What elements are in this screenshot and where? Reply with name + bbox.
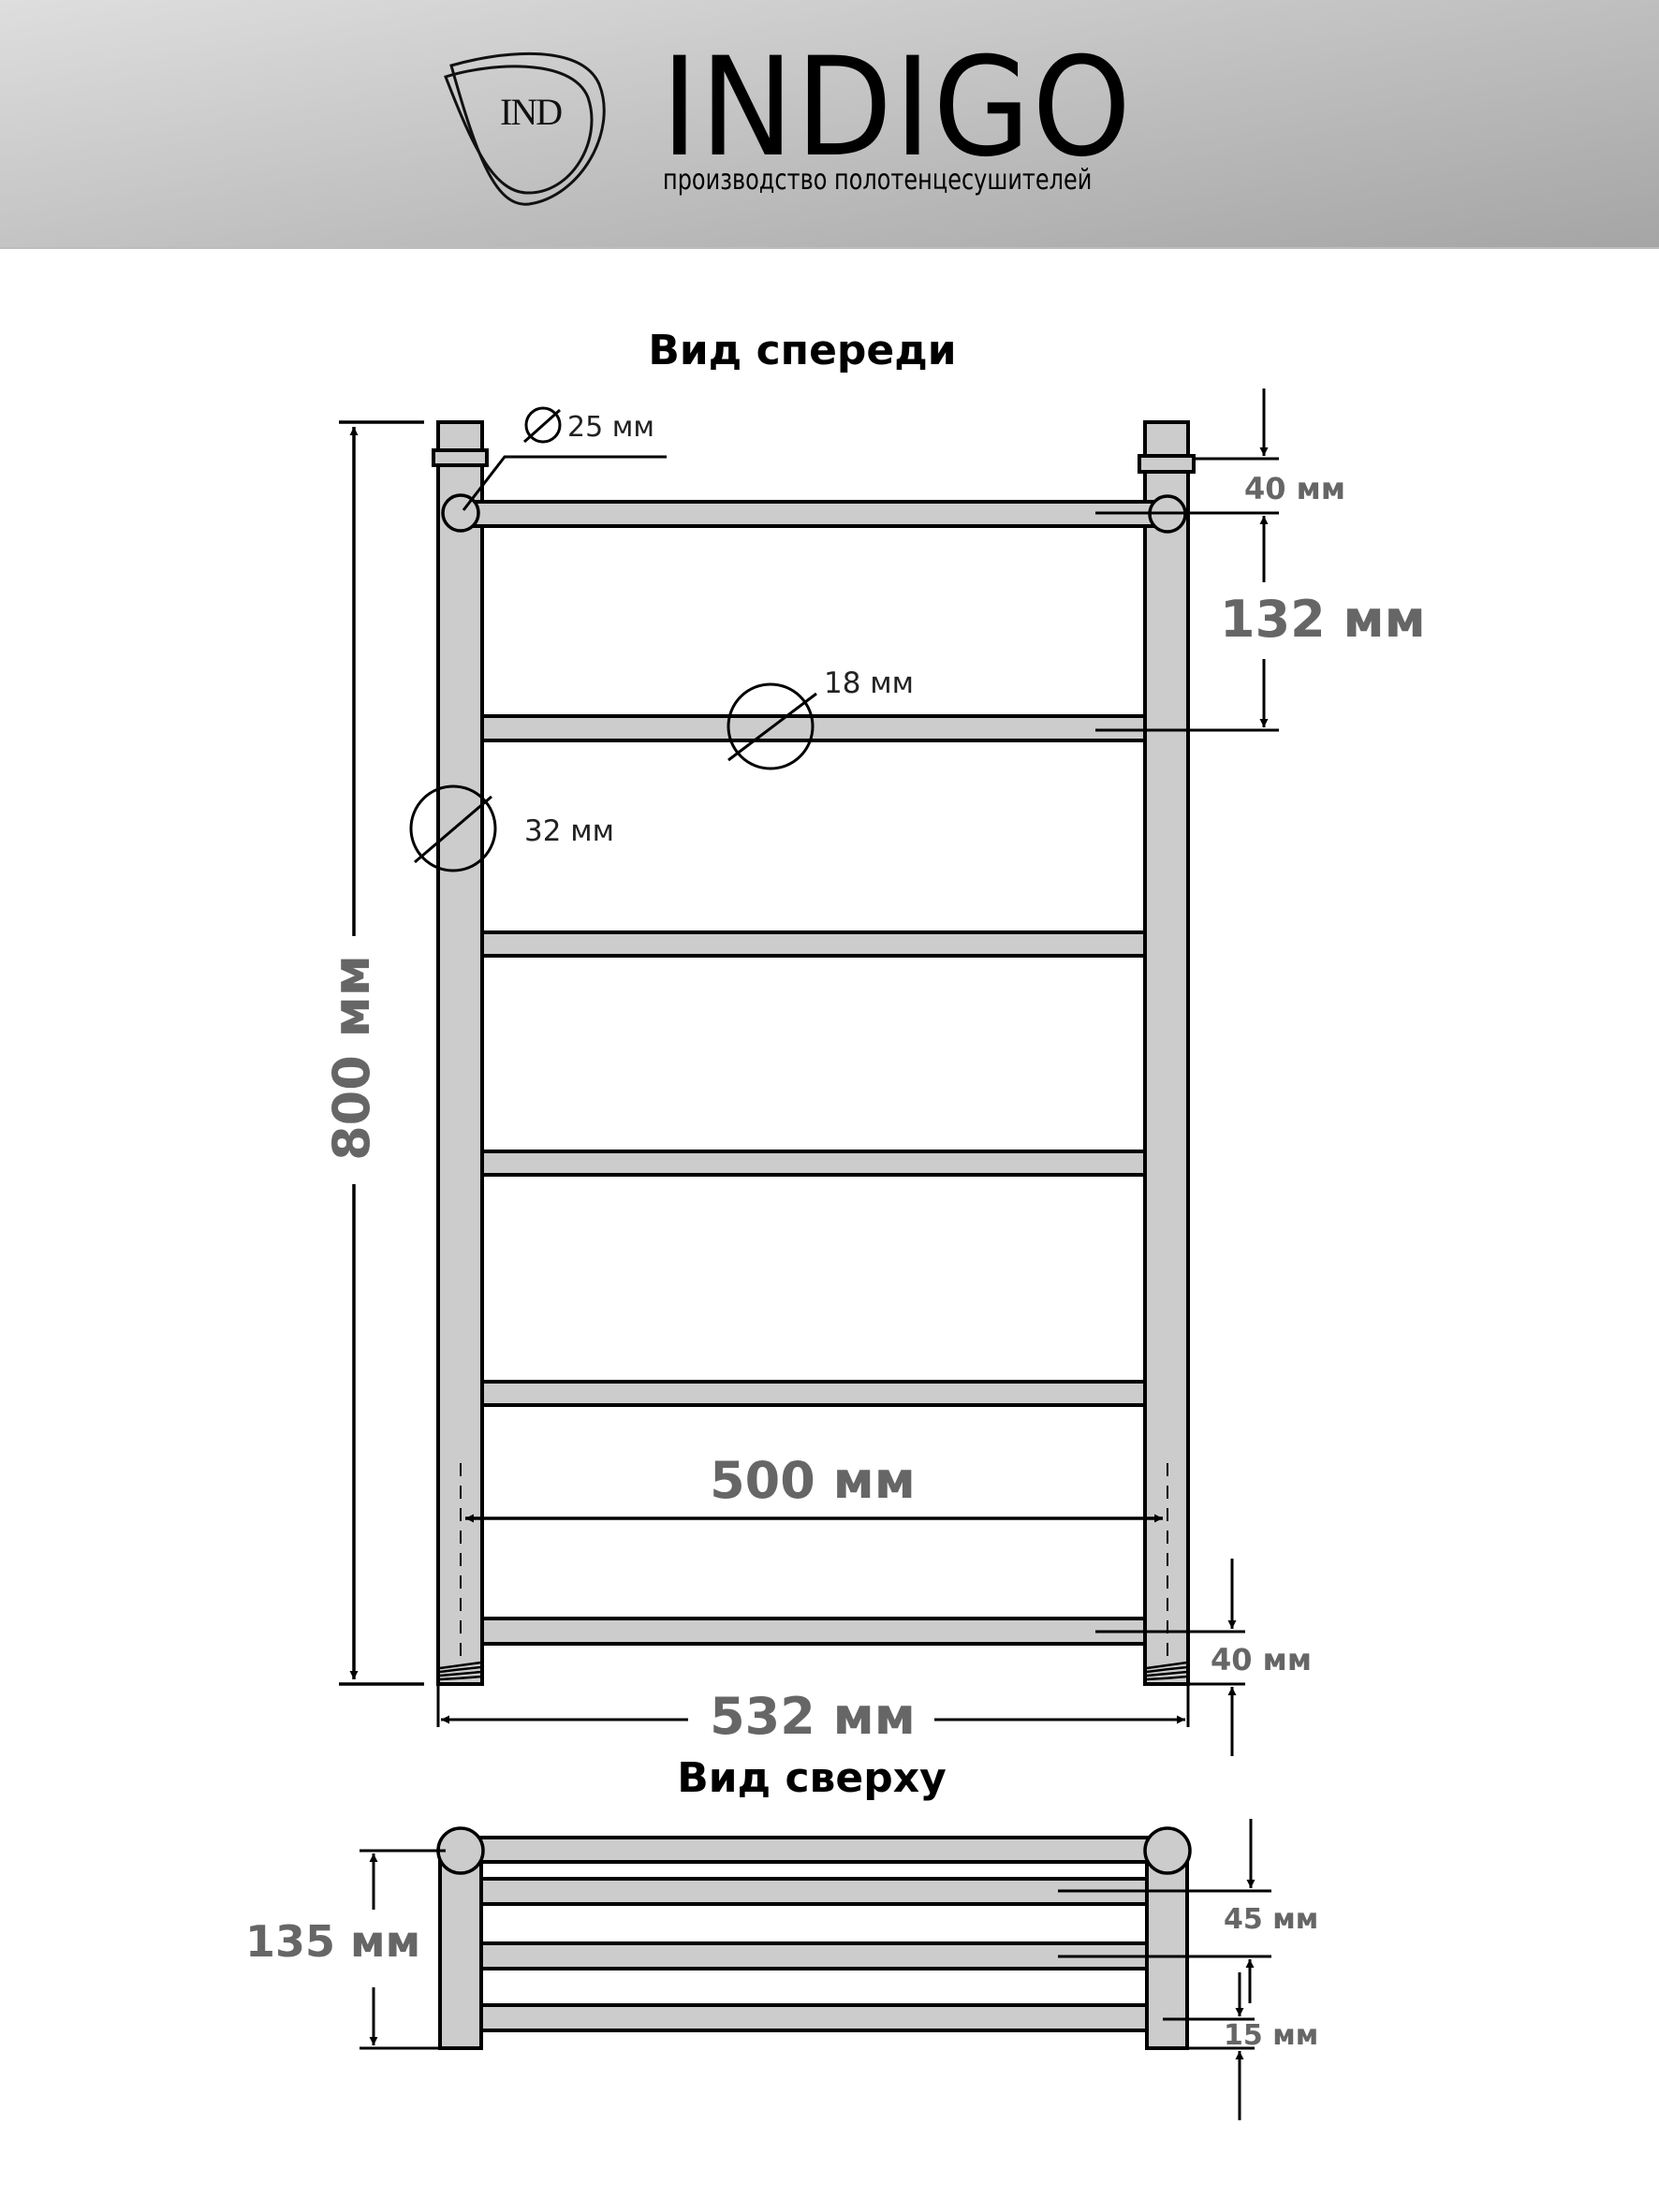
- right-collar: [1138, 454, 1196, 474]
- brand-header: IND INDIGO производство полотенцесушител…: [0, 0, 1659, 249]
- wall-gap-label: 15 мм: [1224, 2019, 1318, 2052]
- rail-6: [480, 1617, 1147, 1646]
- diameter-icon: [409, 784, 497, 872]
- depth-label: 135 мм: [245, 1916, 420, 1967]
- top-view: [436, 1826, 1192, 2050]
- depth-dimension: [360, 1849, 481, 2050]
- top-view-rail-2: [479, 1877, 1149, 1906]
- rail-4: [480, 1150, 1147, 1177]
- rail-diameter-label: 18 мм: [824, 667, 914, 700]
- diameter-icon: [524, 406, 562, 444]
- diameter-icon: [727, 682, 815, 770]
- top-view-right-joint: [1143, 1826, 1192, 1875]
- top-view-rail-3: [479, 1941, 1149, 1970]
- logo-monogram: IND: [500, 91, 563, 133]
- total-width-dimension: [436, 1684, 1190, 1727]
- rail-5: [480, 1380, 1147, 1407]
- thread-marks: [439, 1661, 1188, 1681]
- center-distance-label: 500 мм: [710, 1451, 916, 1510]
- top-pipe-diameter-label: 25 мм: [567, 411, 654, 444]
- total-height-dimension: [339, 420, 424, 1686]
- logo-shield-icon: [444, 52, 606, 206]
- upright-diameter-callout: 32 мм: [409, 784, 614, 872]
- front-view-title: Вид спереди: [648, 327, 956, 374]
- top-view-left-upright: [438, 1849, 483, 2050]
- rail-1: [466, 500, 1163, 528]
- rail-offset-dimension: [1058, 1819, 1271, 2120]
- brand-name: INDIGO: [661, 28, 1133, 187]
- top-view-rail-4: [479, 2003, 1149, 2032]
- rail-diameter-callout: 18 мм: [727, 667, 914, 770]
- rail-spacing-label: 132 мм: [1220, 590, 1426, 649]
- top-offset-dimension: [1095, 388, 1279, 732]
- brand-tagline: производство полотенцесушителей: [663, 164, 1093, 197]
- top-view-title: Вид сверху: [677, 1754, 947, 1802]
- upright-diameter-label: 32 мм: [524, 814, 614, 848]
- rail-offset-label: 45 мм: [1224, 1903, 1318, 1936]
- total-width-label: 532 мм: [710, 1687, 916, 1746]
- bottom-offset-label: 40 мм: [1211, 1642, 1312, 1677]
- bottom-offset-dimension: [1095, 1559, 1245, 1756]
- front-view: [432, 420, 1196, 1686]
- top-offset-label: 40 мм: [1244, 471, 1345, 506]
- top-view-rail-1: [466, 1836, 1163, 1864]
- left-collar: [432, 448, 489, 467]
- top-pipe-diameter-callout: 25 мм: [462, 406, 667, 511]
- left-top-joint: [441, 493, 480, 533]
- rail-3: [480, 930, 1147, 958]
- total-height-label: 800 мм: [322, 955, 381, 1161]
